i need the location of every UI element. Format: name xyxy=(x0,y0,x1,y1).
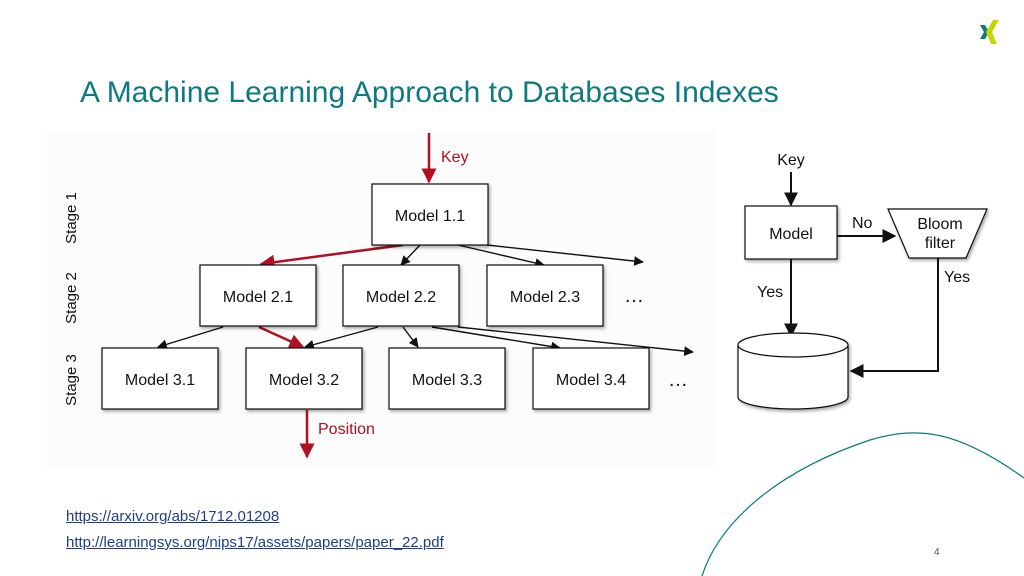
model-yes-label: Yes xyxy=(757,284,783,301)
bloom-filter-label-line1: Bloom xyxy=(917,216,962,233)
bloom-key-label: Key xyxy=(777,152,805,169)
database-cylinder-icon xyxy=(737,332,849,410)
decorative-curve xyxy=(701,432,1024,576)
stage-label-2: Stage 2 xyxy=(63,272,80,324)
model-box-2.2: Model 2.2 xyxy=(342,264,460,327)
model-label-3.3: Model 3.3 xyxy=(412,372,482,389)
arrow-2.2-to-3.3 xyxy=(402,326,419,348)
model-label-2.3: Model 2.3 xyxy=(510,289,580,306)
link-arxiv[interactable]: https://arxiv.org/abs/1712.01208 xyxy=(66,508,280,525)
model-label-2.2: Model 2.2 xyxy=(366,289,436,306)
arrow-2.2-to-3.2 xyxy=(304,326,379,350)
no-label: No xyxy=(852,215,873,232)
model-box-3.1: Model 3.1 xyxy=(101,347,219,410)
model-label-3.2: Model 3.2 xyxy=(269,372,339,389)
model-box-1.1: Model 1.1 xyxy=(371,183,489,246)
arrow-2.2-to-3.4 xyxy=(431,326,561,352)
key-input-label: Key xyxy=(441,149,469,166)
bloom-model-box: Model xyxy=(744,205,838,260)
slide-title: A Machine Learning Approach to Databases… xyxy=(80,76,779,109)
stage-label-1: Stage 1 xyxy=(63,192,80,244)
position-output-label: Position xyxy=(318,421,375,438)
filter-yes-label: Yes xyxy=(944,269,970,286)
model-label-2.1: Model 2.1 xyxy=(223,289,293,306)
model-box-2.3: Model 2.3 xyxy=(486,264,604,327)
arrow-1.1-to-2.1 xyxy=(259,243,404,270)
link-learningsys[interactable]: http://learningsys.org/nips17/assets/pap… xyxy=(66,534,444,551)
model-box-3.2: Model 3.2 xyxy=(245,347,363,410)
stage-label-3: Stage 3 xyxy=(63,354,80,406)
arrow-2.1-to-3.1 xyxy=(157,326,224,350)
model-label-3.1: Model 3.1 xyxy=(125,372,195,389)
bloom-filter-label-line2: filter xyxy=(925,235,956,252)
arrow-1.1-to-more xyxy=(486,244,644,266)
arrow-1.1-to-2.2 xyxy=(400,244,421,266)
model-box-3.3: Model 3.3 xyxy=(388,347,506,410)
model-label-3.4: Model 3.4 xyxy=(556,372,626,389)
model-label-1.1: Model 1.1 xyxy=(395,208,465,225)
arrow-2.1-to-3.2 xyxy=(258,325,305,349)
bloom-filter-shape: Bloom filter xyxy=(887,208,988,259)
bloom-model-label: Model xyxy=(769,226,813,243)
model-box-2.1: Model 2.1 xyxy=(199,264,317,327)
reference-links: https://arxiv.org/abs/1712.01208 http://… xyxy=(66,504,444,556)
arrow-1.1-to-2.3 xyxy=(457,244,545,268)
page-number: 4 xyxy=(934,547,940,558)
xing-logo-icon xyxy=(980,20,999,44)
model-box-3.4: Model 3.4 xyxy=(532,347,650,410)
stage2-ellipsis: … xyxy=(624,285,644,307)
arrow-2.2-to-more xyxy=(457,326,694,356)
filter-yes-arrow xyxy=(849,258,939,378)
stage3-ellipsis: … xyxy=(668,369,688,391)
